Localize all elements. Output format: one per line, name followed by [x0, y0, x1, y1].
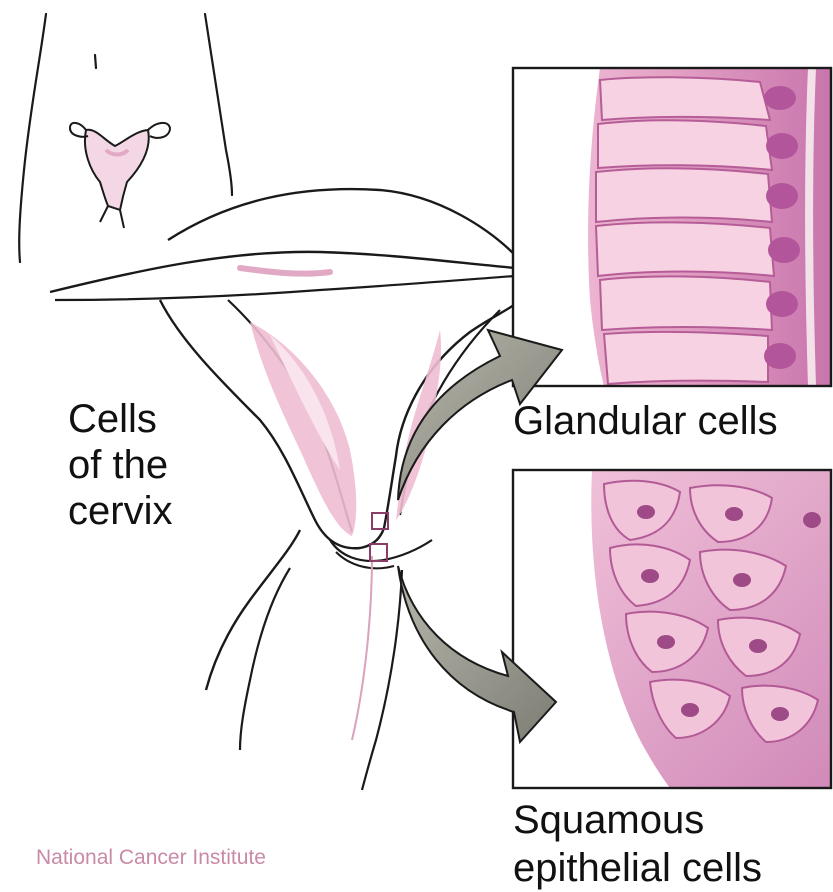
- squamous-epithelial-cells-label: Squamous epithelial cells: [513, 796, 762, 892]
- cells-of-cervix-label: Cells of the cervix: [68, 396, 172, 534]
- credit-label: National Cancer Institute: [36, 846, 266, 870]
- body-outline-icon: [19, 14, 232, 262]
- glandular-cells-panel: [513, 68, 831, 386]
- squamous-cells-panel: [513, 470, 831, 788]
- uterus-icon: [70, 123, 170, 228]
- glandular-cells-label: Glandular cells: [513, 400, 778, 442]
